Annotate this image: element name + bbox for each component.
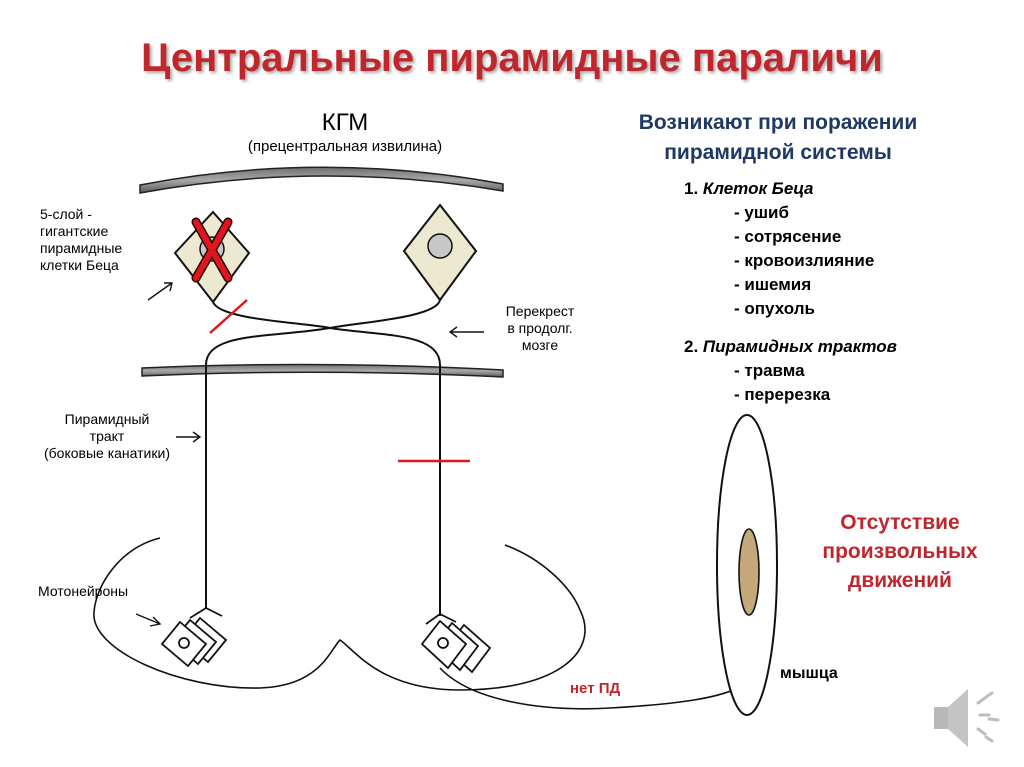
motoneuron-right — [420, 612, 492, 674]
betz-cell-right — [402, 203, 478, 302]
no-action-potential-label: нет ПД — [570, 680, 621, 697]
cortex-label: КГМ — [321, 109, 369, 136]
pyramidal-tracts — [205, 299, 441, 616]
layer5-label: 5-слой - гигантские пирамидные клетки Бе… — [40, 206, 123, 273]
cause-item: - перерезка — [734, 385, 831, 404]
motoneurons-label: Мотонейроны — [38, 583, 129, 599]
muscle — [716, 414, 778, 716]
decussation-label: Перекрест в продолг. мозге — [505, 303, 575, 353]
cause-item: - сотрясение — [734, 227, 842, 246]
cause-item: - кровоизлияние — [734, 251, 875, 270]
muscle-label: мышца — [780, 665, 838, 682]
cause-item: - ушиб — [734, 203, 789, 222]
result-label: Отсутствие произвольных движений — [822, 511, 978, 592]
cause-group-tracts: 2. Пирамидных трактов - травма - перерез… — [684, 335, 897, 407]
cortex-arc — [139, 166, 504, 194]
peripheral-nerve — [439, 667, 743, 710]
cortex-sublabel: (прецентральная извилина) — [247, 138, 443, 155]
spinal-cord-outline — [93, 537, 586, 691]
cause-group-betz: 1. Клеток Беца - ушиб - сотрясение - кро… — [684, 177, 874, 321]
page-title: Центральные пирамидные параличи — [141, 36, 883, 80]
lesion-x-mark — [191, 217, 233, 283]
cause-item: - травма — [734, 361, 805, 380]
causes-heading: Возникают при поражении пирамидной систе… — [638, 111, 918, 164]
arrow-icon — [135, 282, 484, 627]
motoneuron-left — [160, 606, 228, 668]
tract-label: Пирамидный тракт (боковые канатики) — [44, 411, 170, 461]
lesion-mark-cell — [209, 299, 248, 334]
cause-item: - опухоль — [734, 299, 815, 318]
medulla-bar — [141, 363, 504, 378]
speaker-icon[interactable] — [934, 689, 1000, 747]
cause-item: - ишемия — [734, 275, 812, 294]
